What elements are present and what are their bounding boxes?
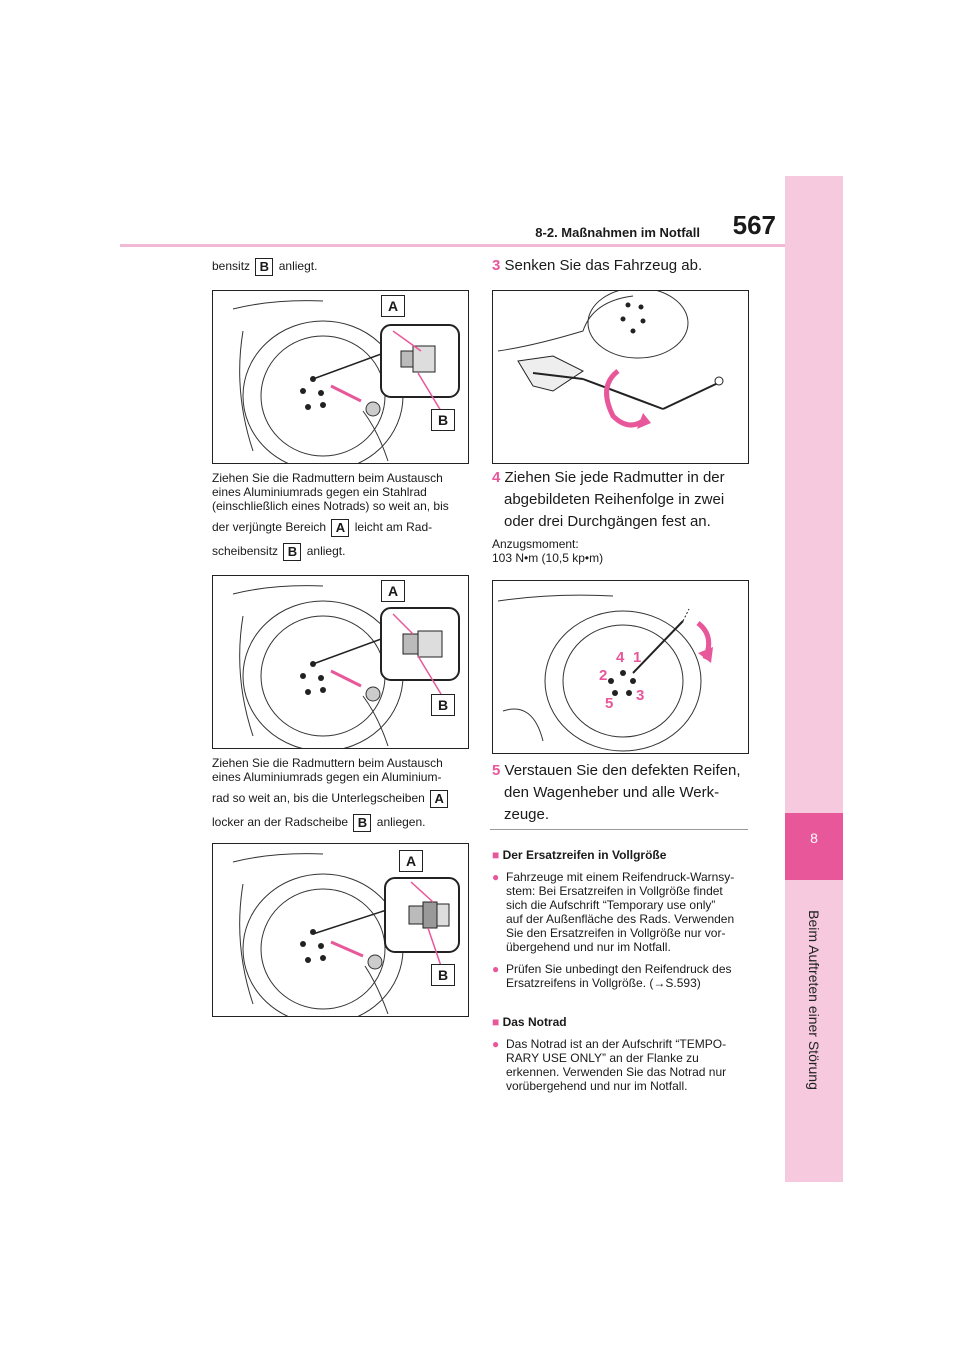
note-fullsize-spare: ■ Der Ersatzreifen in Vollgröße ● Fahrze…: [492, 848, 752, 990]
callout-a: A: [381, 295, 405, 317]
callout-a: A: [381, 580, 405, 602]
paragraph-steel: Ziehen Sie die Radmuttern beim Austausch…: [212, 471, 449, 561]
callout-b: B: [431, 409, 455, 431]
callout-b: B: [431, 964, 455, 986]
section-title: 8-2. Maßnahmen im Notfall: [535, 225, 700, 240]
intro-text: bensitz B anliegt.: [212, 258, 318, 276]
callout-b: B: [431, 694, 455, 716]
chapter-tab[interactable]: [785, 176, 843, 1182]
label-b-chip: B: [255, 258, 274, 276]
label-b-chip: B: [283, 543, 302, 561]
note-temporary-spare: ■ Das Notrad ● Das Notrad ist an der Auf…: [492, 1015, 727, 1093]
jack-illustration: [497, 291, 724, 429]
figure-wheel-washer: A B: [212, 843, 469, 1017]
wheel-illustration: [497, 594, 713, 752]
step-4: 4 Ziehen Sie jede Radmutter in der abgeb…: [492, 469, 725, 530]
order-1: 1: [633, 649, 642, 666]
label-b-chip: B: [353, 814, 372, 832]
step-3: 3 Senken Sie das Fahrzeug ab.: [492, 257, 703, 274]
chapter-tab-marker: [785, 813, 843, 880]
figure-wheel-steel-nut: A B: [212, 290, 469, 464]
order-3: 3: [636, 687, 645, 704]
order-4: 4: [616, 649, 625, 666]
page-number: 567: [732, 210, 776, 240]
label-a-chip: A: [331, 519, 350, 537]
order-2: 2: [599, 667, 608, 684]
step-5: 5 Verstauen Sie den defekten Reifen, den…: [492, 762, 741, 823]
paragraph-aluminium: Ziehen Sie die Radmuttern beim Austausch…: [212, 756, 477, 832]
wheel-illustration: [232, 853, 460, 1016]
page-reference-link[interactable]: Ersatzreifens in Vollgröße. (→S.593): [506, 976, 701, 990]
figure-wheel-alu-nut: A B: [212, 575, 469, 749]
wheel-illustration: [232, 300, 460, 463]
header-rule: [120, 244, 785, 247]
notes-divider: [490, 829, 748, 830]
figure-lower-vehicle: [492, 290, 749, 464]
figure-tightening-order: 1 2 3 4 5: [492, 580, 749, 754]
wheel-illustration: [232, 585, 460, 748]
label-a-chip: A: [430, 790, 449, 808]
chapter-number: 8: [810, 830, 818, 846]
order-5: 5: [605, 695, 614, 712]
callout-a: A: [399, 850, 423, 872]
torque-spec: Anzugsmoment: 103 N•m (10,5 kp•m): [492, 537, 604, 565]
chapter-title: Beim Auftreten einer Störung: [806, 910, 822, 1090]
